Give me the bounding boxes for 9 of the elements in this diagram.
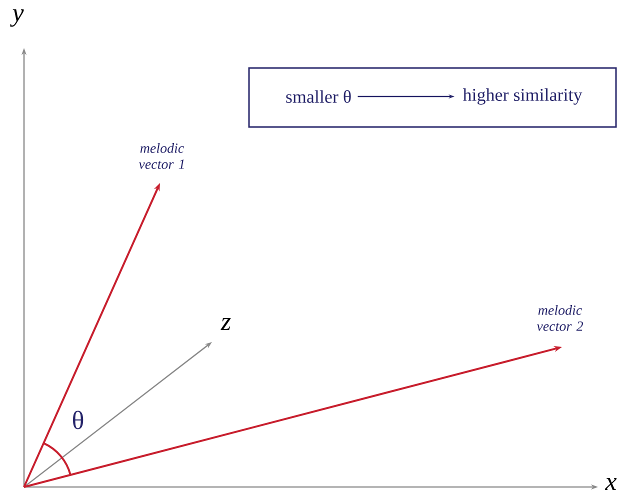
legend-text: smaller θ — [286, 90, 351, 103]
axis-label: x — [604, 478, 617, 490]
vector-label: melodic vector 1 — [138, 143, 184, 169]
vector-label: melodic vector 2 — [536, 305, 584, 331]
axis-label: z — [220, 318, 231, 330]
legend-box — [248, 67, 617, 128]
legend-text: higher similarity — [462, 88, 582, 105]
angle-label: θ — [73, 410, 84, 430]
axis-label: y — [10, 9, 24, 27]
